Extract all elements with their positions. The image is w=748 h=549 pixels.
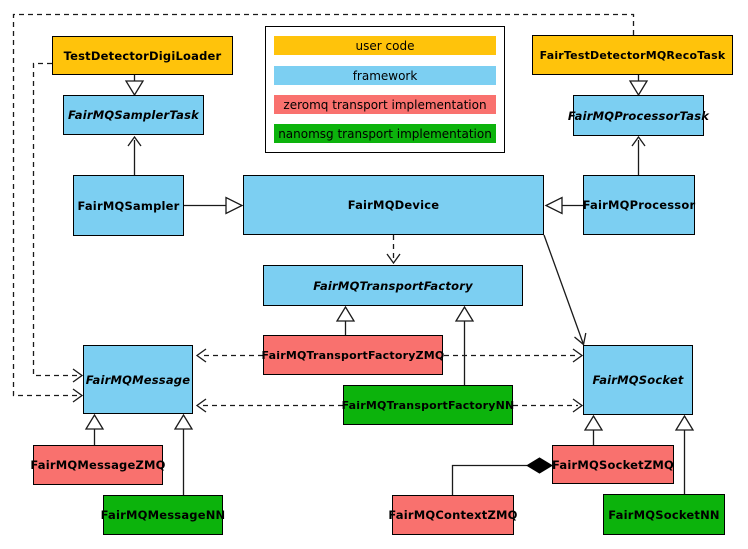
class-node-fairmqprocessor: FairMQProcessor [583, 175, 695, 235]
class-node-fairmqtransportfactoryzmq: FairMQTransportFactoryZMQ [262, 335, 444, 375]
inheritance-sampler-to-device [184, 196, 244, 215]
class-node-fairmqdevice: FairMQDevice [243, 175, 544, 235]
dependency-device-to-transportfactory [386, 235, 401, 265]
inheritance-digiloader-to-samplertask [124, 75, 145, 97]
inheritance-processor-to-device [544, 196, 583, 215]
inheritance-socketzmq-to-socket [583, 414, 604, 445]
inheritance-messagezmq-to-message [84, 413, 105, 445]
dependency-digiloader-to-message [32, 62, 84, 383]
class-node-fairmqsampler: FairMQSampler [73, 175, 184, 236]
legend-box: user code framework zeromq transport imp… [265, 26, 505, 153]
class-node-fairmqmessagenn: FairMQMessageNN [101, 495, 225, 535]
dependency-tfnn-to-socket [513, 398, 584, 413]
class-node-fairmqmessagezmq: FairMQMessageZMQ [30, 445, 165, 485]
class-node-fairmqsocketnn: FairMQSocketNN [603, 494, 725, 535]
inheritance-messagenn-to-message [173, 413, 194, 495]
class-node-fairmqsocket: FairMQSocket [583, 345, 693, 415]
dependency-recotask-to-message [12, 13, 635, 403]
class-node-fairmqmessage: FairMQMessage [83, 345, 193, 414]
class-node-testdetectordigiloader: TestDetectorDigiLoader [52, 36, 233, 75]
class-node-fairmqprocessortask: FairMQProcessorTask [568, 95, 709, 136]
inheritance-socketnn-to-socket [674, 414, 695, 494]
class-node-fairtestdetectormqrecotask: FairTestDetectorMQRecoTask [532, 35, 733, 75]
class-node-fairmqtransportfactory: FairMQTransportFactory [263, 265, 523, 306]
class-node-fairmqtransportfactorynn: FairMQTransportFactoryNN [342, 385, 514, 425]
dependency-tfnn-to-message [195, 398, 343, 413]
legend-item-nanomsg: nanomsg transport implementation [274, 124, 496, 143]
inheritance-tfnn-to-transportfactory [454, 305, 475, 385]
legend-item-user-code: user code [274, 36, 496, 55]
association-processor-to-processortask [631, 135, 646, 175]
legend-item-framework: framework [274, 66, 496, 85]
class-node-fairmqsocketzmq: FairMQSocketZMQ [552, 445, 674, 484]
inheritance-tfzmq-to-transportfactory [335, 305, 356, 335]
association-device-to-socket [543, 234, 587, 346]
legend-item-zeromq: zeromq transport implementation [274, 95, 496, 114]
class-node-fairmqcontextzmq: FairMQContextZMQ [388, 495, 517, 535]
dependency-tfzmq-to-message [195, 348, 263, 363]
class-node-fairmqsamplertask: FairMQSamplerTask [63, 95, 204, 135]
association-sampler-to-samplertask [127, 135, 142, 175]
dependency-tfzmq-to-socket [444, 348, 584, 363]
inheritance-recotask-to-processortask [628, 75, 649, 97]
composition-contextzmq-to-socketzmq [451, 457, 553, 495]
